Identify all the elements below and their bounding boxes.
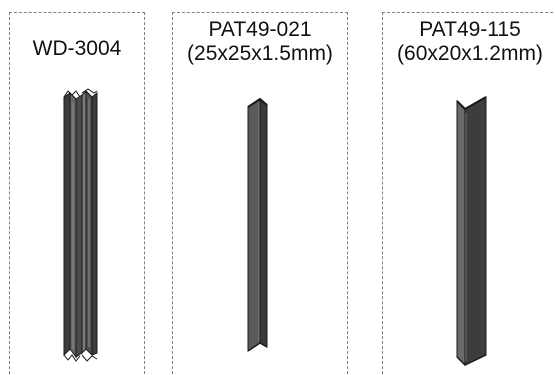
profile-panel-pat49-115: PAT49-115 (60x20x1.2mm) bbox=[382, 12, 555, 375]
profile-spec-label: (60x20x1.2mm) bbox=[397, 42, 543, 65]
profile-code-label: WD-3004 bbox=[32, 37, 122, 60]
profile-code-label: PAT49-115 bbox=[419, 18, 521, 41]
double-channel-trim-profile-image bbox=[63, 88, 98, 362]
profile-panel-pat49-021: PAT49-021 (25x25x1.5mm) bbox=[172, 12, 348, 375]
profile-code-label: PAT49-021 bbox=[208, 18, 312, 41]
unequal-angle-profile-image bbox=[456, 96, 487, 367]
profile-panel-wd-3004: WD-3004 bbox=[9, 12, 145, 375]
equal-angle-profile-image bbox=[247, 97, 268, 352]
profile-spec-label: (25x25x1.5mm) bbox=[187, 42, 333, 65]
